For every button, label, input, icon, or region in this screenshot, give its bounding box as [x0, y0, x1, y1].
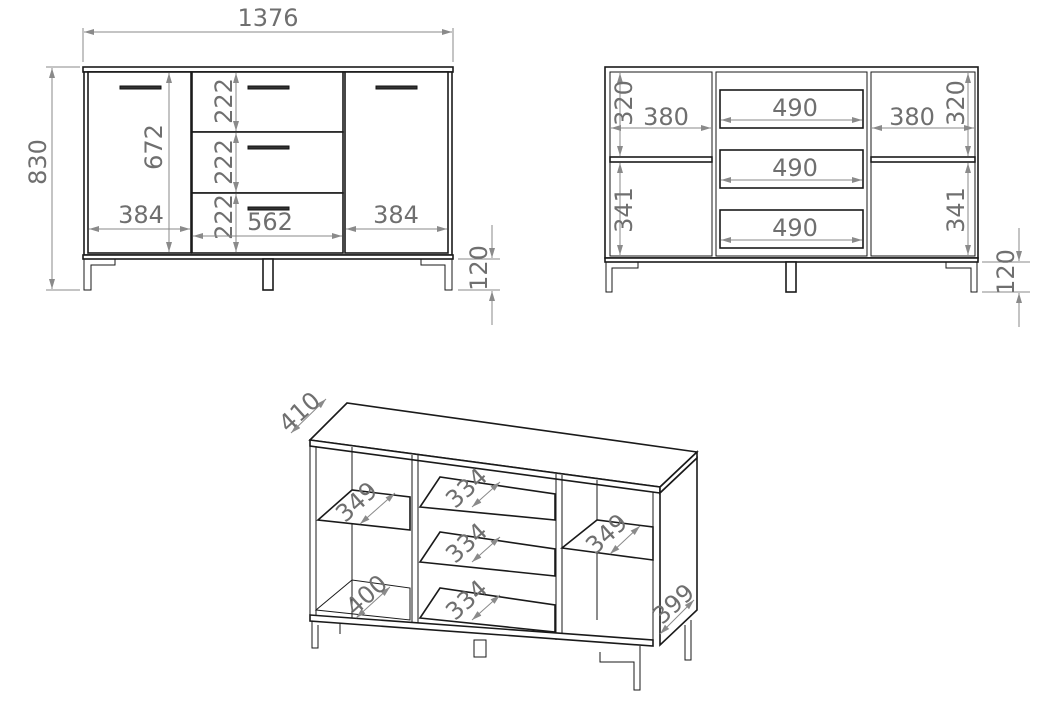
handle [247, 145, 290, 150]
dim-drawer-height: 222 [210, 139, 238, 185]
dim-depth: 410 [273, 386, 326, 437]
dim-left-door-width: 384 [118, 201, 164, 229]
dim-left-upper-height: 320 [610, 80, 638, 126]
plinth [309, 614, 654, 647]
right-door [344, 71, 449, 254]
dim-right-lower-height: 341 [942, 187, 970, 233]
drawer-2 [191, 131, 344, 194]
dim-drawer-height: 222 [210, 194, 238, 240]
dim-leg-height: 120 [465, 245, 493, 291]
dim-total-height: 830 [24, 139, 52, 185]
dim-drawer-inner-width: 490 [772, 154, 818, 182]
right-shelf [870, 156, 976, 163]
dim-drawer-inner-width: 490 [772, 214, 818, 242]
left-door [87, 71, 192, 254]
dim-right-width: 380 [889, 103, 935, 131]
top-surface [308, 402, 699, 488]
handle [247, 85, 290, 90]
center-leg [473, 639, 487, 658]
dim-drawer-height: 222 [210, 78, 238, 124]
dim-total-width: 1376 [237, 4, 298, 32]
handle [375, 85, 418, 90]
dim-left-width: 380 [643, 103, 689, 131]
dim-door-height: 672 [140, 124, 168, 170]
isometric-view: 410 349 400 334 334 334 349 399 [273, 386, 700, 691]
front-view: 1376 830 672 222 222 222 384 562 384 120 [24, 4, 500, 325]
dim-drawer-inner-width: 490 [772, 94, 818, 122]
handle [247, 206, 290, 211]
dim-right-upper-height: 320 [942, 80, 970, 126]
legs [311, 620, 692, 691]
legs [83, 259, 453, 291]
drawer-3 [191, 192, 344, 254]
dim-drawer-width: 562 [247, 208, 293, 236]
center-leg [785, 261, 797, 293]
open-view: 320 380 490 490 490 380 320 341 341 120 [604, 66, 1030, 327]
left-shelf [609, 156, 713, 163]
legs [605, 262, 978, 293]
dim-left-lower-height: 341 [610, 187, 638, 233]
center-leg [262, 258, 274, 291]
dim-right-door-width: 384 [373, 201, 419, 229]
handle [119, 85, 162, 90]
drawer-1 [191, 71, 344, 133]
right-side [659, 456, 698, 647]
dim-leg-height: 120 [992, 249, 1020, 295]
